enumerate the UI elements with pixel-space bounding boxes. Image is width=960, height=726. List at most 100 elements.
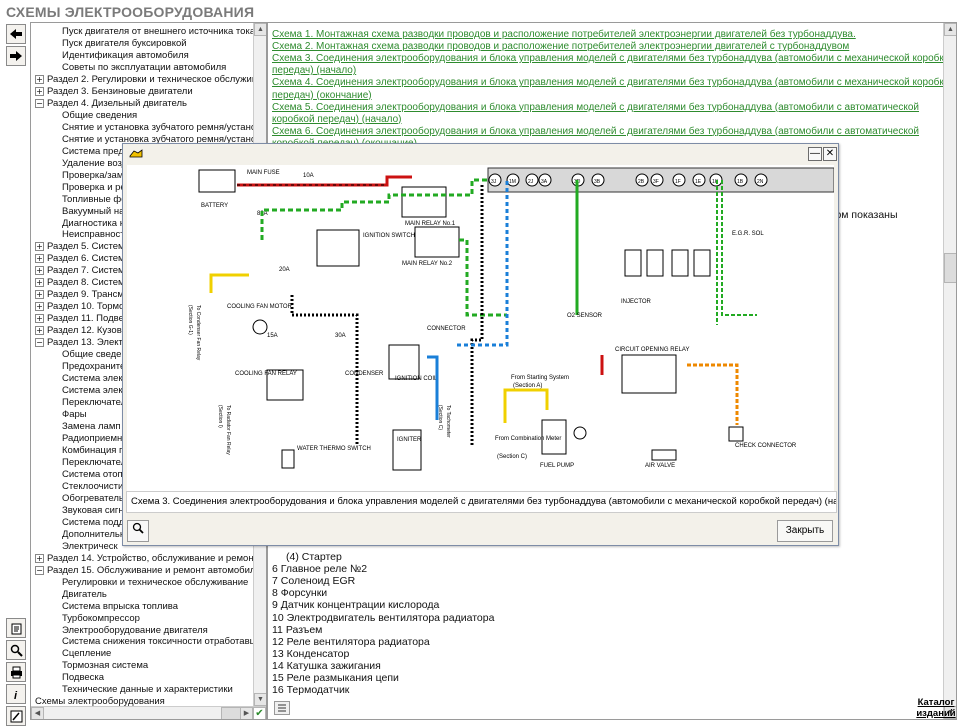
scheme-link[interactable]: Схема 1. Монтажная схема разводки провод… xyxy=(272,29,856,40)
tree-item[interactable]: Технические данные и характеристики xyxy=(62,684,233,696)
scheme-link[interactable]: Схема 6. Соединения электрооборудования … xyxy=(272,125,920,137)
scheme-link[interactable]: передач) (окончание) xyxy=(272,89,372,101)
expand-icon[interactable]: + xyxy=(35,74,44,84)
expand-icon[interactable]: + xyxy=(35,314,44,324)
collapse-icon[interactable]: − xyxy=(35,565,44,575)
scheme-link[interactable]: Схема 4. Соединения электрооборудования … xyxy=(272,77,956,89)
scroll-left-arrow-icon[interactable]: ◀ xyxy=(31,707,44,719)
edit-icon[interactable] xyxy=(6,706,26,726)
tree-horizontal-scrollbar[interactable]: ◀ ▶ ✔ xyxy=(31,706,266,719)
tree-item[interactable]: Электрооборудование двигателя xyxy=(62,625,208,637)
tree-item[interactable]: +Раздел 8. Систем xyxy=(35,277,125,289)
content-vertical-scrollbar[interactable]: ▲ ▼ xyxy=(943,23,956,719)
tree-item[interactable]: Комбинация пр xyxy=(62,445,129,457)
tree-item[interactable]: Обогреватель з xyxy=(62,493,131,505)
tree-item[interactable]: +Раздел 6. Систем xyxy=(35,253,125,265)
modal-titlebar[interactable]: — ✕ xyxy=(123,144,838,164)
tree-item[interactable]: Советы по эксплуатации автомобиля xyxy=(62,62,226,74)
expand-icon[interactable]: + xyxy=(35,326,44,336)
zoom-button[interactable] xyxy=(127,520,149,542)
minimize-button[interactable]: — xyxy=(808,147,822,161)
scheme-link[interactable]: коробкой передач) (начало) xyxy=(272,113,402,125)
scroll-thumb[interactable] xyxy=(944,253,956,283)
tree-item[interactable]: Диагностика не xyxy=(62,218,130,230)
tree-item[interactable]: +Раздел 5. Систем xyxy=(35,241,125,253)
tree-item[interactable]: Электрическ xyxy=(62,541,118,553)
tree-item[interactable]: Тормозная система xyxy=(62,660,148,672)
zoom-icon[interactable] xyxy=(6,640,26,660)
scroll-down-arrow-icon[interactable]: ▼ xyxy=(944,706,956,719)
tree-item[interactable]: Система снижения токсичности отработавши… xyxy=(62,636,266,648)
tree-item[interactable]: Проверка и рег xyxy=(62,182,129,194)
scroll-right-arrow-icon[interactable]: ▶ xyxy=(240,707,253,719)
expand-icon[interactable]: + xyxy=(35,86,44,96)
tree-item[interactable]: Система отопле xyxy=(62,469,133,481)
scroll-up-arrow-icon[interactable]: ▲ xyxy=(944,23,956,36)
tree-item[interactable]: Регулировки и техническое обслуживание xyxy=(62,577,248,589)
tree-item[interactable]: Удаление возд xyxy=(62,158,127,170)
tree-item[interactable]: Турбокомпрессор xyxy=(62,613,140,625)
tree-item[interactable]: −Раздел 15. Обслуживание и ремонт автомо… xyxy=(35,565,266,577)
scroll-thumb[interactable] xyxy=(221,707,241,719)
expand-icon[interactable]: + xyxy=(35,553,44,563)
tree-item[interactable]: Вакуумный нас xyxy=(62,206,129,218)
tree-item[interactable]: Переключатели xyxy=(62,457,132,469)
scheme-link[interactable]: Схема 5. Соединения электрооборудования … xyxy=(272,101,920,113)
expand-icon[interactable]: + xyxy=(35,302,44,312)
tree-item[interactable]: Звуковая сигна xyxy=(62,505,129,517)
list-view-icon[interactable] xyxy=(274,701,290,715)
open-page-icon[interactable] xyxy=(6,618,26,638)
print-icon[interactable] xyxy=(6,662,26,682)
scroll-up-arrow-icon[interactable]: ▲ xyxy=(254,23,266,36)
back-arrow-icon[interactable] xyxy=(6,24,26,44)
tree-item[interactable]: Неисправност xyxy=(62,229,125,241)
tree-item[interactable]: Стеклоочистите xyxy=(62,481,133,493)
tree-item[interactable]: −Раздел 4. Дизельный двигатель xyxy=(35,98,187,110)
scheme-link[interactable]: Схема 2. Монтажная схема разводки провод… xyxy=(272,41,850,53)
tree-item[interactable]: +Раздел 3. Бензиновые двигатели xyxy=(35,86,193,98)
tree-item[interactable]: Дополнительн xyxy=(62,529,125,541)
tree-item[interactable]: Снятие и установка зубчатого ремня/устан… xyxy=(62,122,266,134)
tree-item[interactable]: Замена ламп xyxy=(62,421,121,433)
scroll-down-arrow-icon[interactable]: ▼ xyxy=(254,693,266,706)
tree-item[interactable]: Система впрыска топлива xyxy=(62,601,178,613)
tree-item[interactable]: Подвеска xyxy=(62,672,104,684)
tree-item[interactable]: Сцепление xyxy=(62,648,111,660)
tree-item[interactable]: Общие сведения xyxy=(62,110,137,122)
forward-arrow-icon[interactable] xyxy=(6,46,26,66)
tree-item[interactable]: Пуск двигателя от внешнего источника ток… xyxy=(62,26,255,38)
collapse-icon[interactable]: − xyxy=(35,338,44,348)
tree-item[interactable]: Система предв xyxy=(62,146,129,158)
expand-icon[interactable]: + xyxy=(35,266,44,276)
tree-item[interactable]: −Раздел 13. Электр xyxy=(35,337,128,349)
tree-item[interactable]: Топливные фор xyxy=(62,194,132,206)
catalog-link[interactable]: Каталог изданий xyxy=(914,697,958,719)
tree-item[interactable]: +Раздел 14. Устройство, обслуживание и р… xyxy=(35,553,266,565)
info-icon[interactable]: i xyxy=(6,684,26,704)
tree-item[interactable]: Проверка/заме xyxy=(62,170,129,182)
tree-item[interactable]: +Раздел 2. Регулировки и техническое обс… xyxy=(35,74,266,86)
tree-item[interactable]: Двигатель xyxy=(62,589,107,601)
expand-icon[interactable]: + xyxy=(35,242,44,252)
tree-item[interactable]: +Раздел 11. Подвес xyxy=(35,313,129,325)
tree-item[interactable]: Система подде xyxy=(62,517,130,529)
tree-item[interactable]: Система электр xyxy=(62,373,132,385)
scheme-link[interactable]: передач) (начало) xyxy=(272,65,357,77)
tree-item[interactable]: Система электр xyxy=(62,385,132,397)
tree-item[interactable]: Предохранител xyxy=(62,361,131,373)
tree-item[interactable]: Фары xyxy=(62,409,87,421)
tree-item[interactable]: Общие сведени xyxy=(62,349,132,361)
tree-item[interactable]: +Раздел 9. Трансми xyxy=(35,289,129,301)
collapse-icon[interactable]: − xyxy=(35,98,44,108)
tree-item[interactable]: Радиоприемник xyxy=(62,433,132,445)
tree-item[interactable]: Пуск двигателя буксировкой xyxy=(62,38,187,50)
tree-item[interactable]: +Раздел 10. Тормоз xyxy=(35,301,129,313)
scheme-link[interactable]: Схема 3. Соединения электрооборудования … xyxy=(272,53,956,65)
close-icon[interactable]: ✕ xyxy=(823,147,837,161)
close-button[interactable]: Закрыть xyxy=(777,520,833,542)
expand-icon[interactable]: + xyxy=(35,254,44,264)
tree-item[interactable]: +Раздел 7. Систем xyxy=(35,265,125,277)
tree-item[interactable]: +Раздел 12. Кузов xyxy=(35,325,122,337)
tree-item[interactable]: Схемы электрооборудования xyxy=(35,696,165,708)
expand-icon[interactable]: + xyxy=(35,278,44,288)
